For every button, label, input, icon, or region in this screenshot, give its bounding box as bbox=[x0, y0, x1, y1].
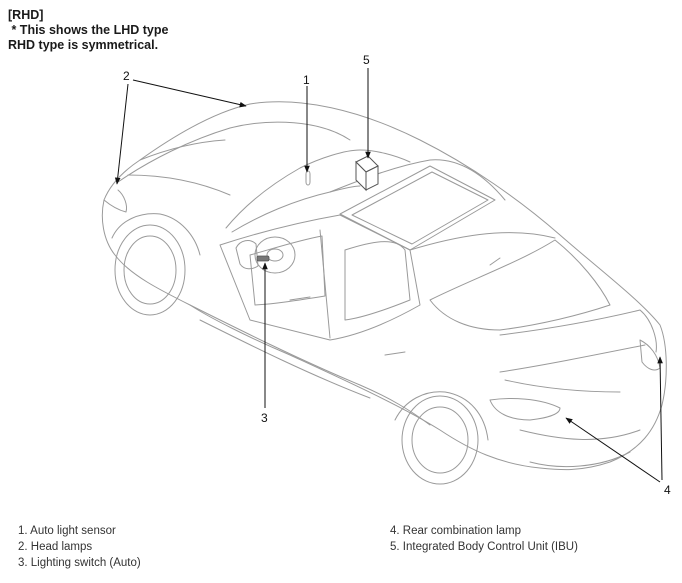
callout-3: 3 bbox=[261, 411, 268, 425]
callout-1: 1 bbox=[303, 73, 310, 87]
legend-item-5: 5. Integrated Body Control Unit (IBU) bbox=[390, 541, 578, 553]
leader-2a bbox=[132, 79, 247, 108]
callout-4: 4 bbox=[664, 483, 671, 497]
leader-4a bbox=[657, 356, 663, 481]
leader-2b bbox=[114, 83, 129, 185]
car-illustration bbox=[101, 101, 667, 485]
leader-lines bbox=[114, 68, 663, 483]
legend-item-3: 3. Lighting switch (Auto) bbox=[18, 557, 141, 569]
header-line-1: [RHD] bbox=[8, 8, 44, 22]
legend-item-4: 4. Rear combination lamp bbox=[390, 525, 522, 537]
legend-right: 4. Rear combination lamp 5. Integrated B… bbox=[390, 523, 578, 555]
leader-4b bbox=[565, 417, 661, 483]
legend-item-1: 1. Auto light sensor bbox=[18, 525, 116, 537]
legend-left: 1. Auto light sensor 2. Head lamps 3. Li… bbox=[18, 523, 141, 571]
ibu-box-icon bbox=[355, 155, 379, 192]
header-line-2: * This shows the LHD type bbox=[8, 23, 169, 37]
callout-2: 2 bbox=[123, 69, 130, 83]
callout-5: 5 bbox=[363, 53, 370, 67]
legend-item-2: 2. Head lamps bbox=[18, 541, 93, 553]
lighting-switch-icon bbox=[256, 255, 270, 262]
diagram-header: [RHD] * This shows the LHD type RHD type… bbox=[8, 8, 168, 53]
header-line-3: RHD type is symmetrical. bbox=[8, 38, 159, 52]
